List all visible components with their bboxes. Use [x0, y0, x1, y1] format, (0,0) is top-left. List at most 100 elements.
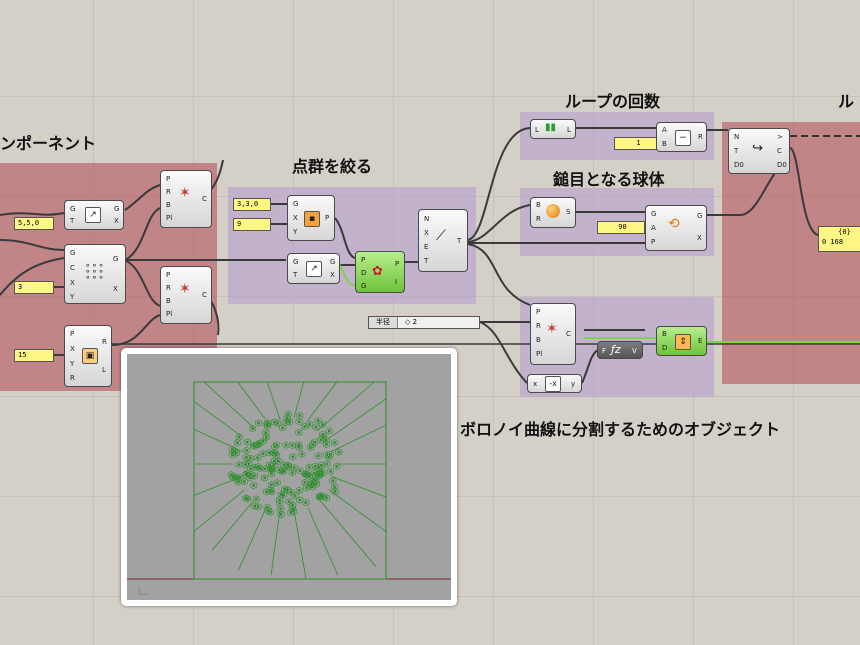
pin-a: A	[662, 126, 667, 134]
loop-title: ル	[838, 92, 855, 111]
voronoi-component-bottom[interactable]: P R B Pl ✶ C	[530, 303, 576, 365]
voronoi-point	[232, 450, 236, 454]
voronoi-edge	[317, 381, 375, 431]
voronoi-point	[256, 456, 259, 460]
voronoi-point	[317, 466, 320, 469]
pin-t: T	[70, 217, 75, 225]
move-component[interactable]: G T ↗ G X	[64, 200, 124, 230]
tree-panel[interactable]: {0} 0 168	[818, 226, 860, 252]
voronoi-point	[281, 493, 285, 497]
voronoi-component-top[interactable]: P R B Pl ✶ C	[160, 170, 212, 228]
voronoi-cell	[250, 472, 258, 480]
pin-c: C	[777, 147, 782, 155]
voronoi-point	[333, 441, 336, 444]
voronoi-point	[303, 425, 306, 428]
voronoi-cell	[308, 479, 316, 487]
voronoi-point	[333, 490, 337, 493]
voronoi-point	[243, 480, 246, 483]
voronoi-point	[248, 476, 252, 480]
vector-panel-b[interactable]: 3,3,0	[233, 198, 271, 211]
voronoi-point	[289, 490, 293, 494]
voronoi-edge	[327, 398, 387, 440]
pin-s: S	[566, 208, 571, 216]
voronoi-cell	[295, 441, 303, 449]
vector-panel-a[interactable]: 5,5,0	[14, 217, 54, 230]
rotate-component[interactable]: G A P ⟲ G X	[645, 205, 707, 251]
count-panel-c[interactable]: 9	[233, 218, 271, 231]
angle-panel[interactable]: 90	[597, 221, 645, 234]
list-length-component[interactable]: L ▮▮ L	[530, 119, 576, 139]
voronoi-point	[314, 479, 318, 482]
count-panel-a[interactable]: 3	[14, 281, 54, 294]
subtract-component[interactable]: A B − R	[656, 122, 707, 152]
expression-component[interactable]: F ƒz V	[597, 341, 643, 359]
pin-x: X	[293, 214, 298, 222]
voronoi-point	[298, 414, 302, 417]
rhino-viewport[interactable]	[121, 348, 457, 606]
tree-value: 0 168	[822, 238, 844, 246]
voronoi-component-mid[interactable]: P R B Pl ✶ C	[160, 266, 212, 324]
negative-component[interactable]: x -x y	[527, 374, 582, 393]
voronoi-point	[290, 507, 294, 510]
sphere-component[interactable]: B R S	[530, 197, 576, 228]
voronoi-cell	[268, 488, 276, 496]
voronoi-cell	[290, 464, 298, 472]
voronoi-point	[249, 456, 252, 460]
voronoi-cell	[298, 450, 306, 458]
pin-y: Y	[70, 360, 75, 368]
voronoi-point	[257, 421, 260, 425]
pin-x: X	[697, 234, 702, 242]
voronoi-point	[268, 463, 271, 467]
radius-slider[interactable]: 半径 ◇ 2	[368, 316, 480, 329]
voronoi-cell	[310, 469, 318, 477]
voronoi-cell	[254, 503, 262, 511]
move-component-b[interactable]: G T ↗ G X	[287, 253, 340, 284]
voronoi-cell	[228, 446, 236, 454]
voronoi-cell	[327, 467, 335, 475]
voronoi-point	[285, 416, 289, 420]
pin-x: X	[70, 279, 75, 287]
voronoi-point	[321, 435, 325, 439]
voronoi-point	[231, 453, 234, 457]
voronoi-cell	[263, 420, 271, 428]
loop-icon: ↪	[752, 141, 763, 156]
slider-label: 半径	[369, 317, 398, 328]
populate-component[interactable]: G X Y ▪ P	[287, 195, 335, 241]
rectangle-component[interactable]: P X Y R ▣ R L	[64, 325, 112, 387]
voronoi-point	[258, 442, 262, 445]
voronoi-cell	[302, 499, 310, 507]
voronoi-point	[327, 456, 331, 459]
voronoi-point	[273, 445, 277, 449]
voronoi-cell	[261, 465, 269, 473]
voronoi-point	[319, 494, 323, 498]
voronoi-cell	[319, 430, 327, 438]
voronoi-point	[298, 469, 302, 473]
count-panel-b[interactable]: 15	[14, 349, 54, 362]
voronoi-cell	[279, 424, 287, 432]
voronoi-point	[256, 505, 260, 509]
voronoi-cell	[289, 453, 297, 461]
voronoi-cell	[277, 490, 285, 499]
grid-component[interactable]: G C X Y ∘∘∘∘∘∘∘∘∘ G X	[64, 244, 126, 304]
loop-value-panel[interactable]: 1	[614, 137, 660, 150]
pin-pl: Pl	[166, 310, 173, 318]
voronoi-cell	[296, 496, 304, 504]
voronoi-cell	[241, 461, 249, 469]
entwine-component[interactable]: N X E T ⟋ T	[418, 209, 468, 272]
pin-r: R	[698, 133, 703, 141]
voronoi-edge	[307, 381, 338, 421]
pin-l: L	[102, 366, 106, 374]
split-brep-component[interactable]: B D ⇕ E	[656, 326, 707, 356]
voronoi-point	[310, 482, 314, 485]
voronoi-cell	[333, 462, 341, 470]
cull-points-component[interactable]: P D G ✿ P I	[355, 251, 405, 293]
voronoi-point	[303, 481, 307, 484]
voronoi-edge	[307, 507, 339, 576]
viewport-canvas	[127, 354, 451, 600]
loop-component[interactable]: N T D0 ↪ > C D0	[728, 128, 790, 174]
voronoi-cell	[268, 465, 276, 473]
voronoi-cell	[303, 484, 311, 492]
voronoi-cell	[325, 427, 333, 435]
voronoi-cell	[228, 451, 236, 459]
voronoi-edge	[238, 507, 267, 571]
